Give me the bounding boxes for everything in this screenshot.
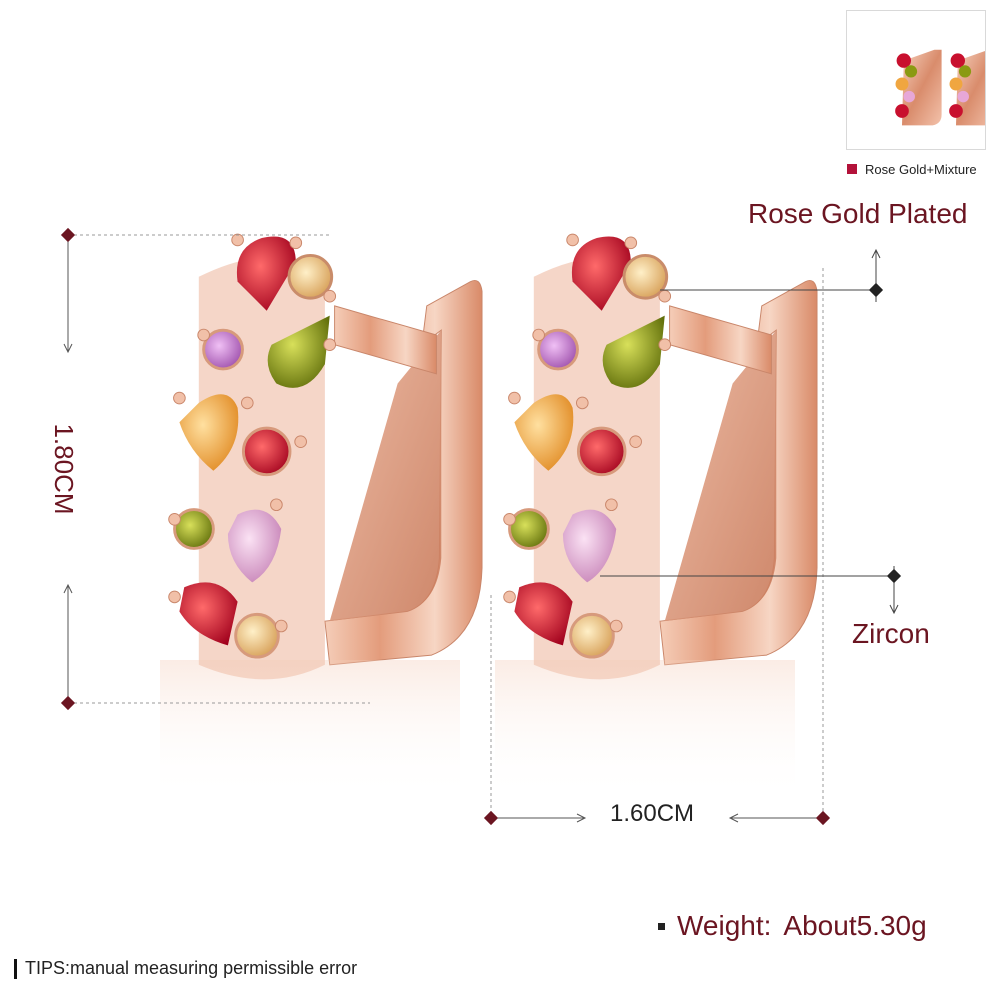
right-reflection (495, 660, 795, 800)
right-earring (502, 232, 819, 681)
width-dimension (490, 268, 824, 823)
weight-row: Weight: About5.30g (658, 910, 927, 942)
weight-value: About5.30g (783, 910, 927, 941)
left-reflection (160, 660, 460, 800)
thumbnail-earrings-image (895, 49, 985, 126)
weight-label: Weight: (677, 910, 772, 941)
variant-label: Rose Gold+Mixture (865, 161, 977, 177)
stone-label: Zircon (852, 618, 930, 649)
left-earring (167, 232, 484, 681)
tips-text: TIPS:manual measuring permissible error (25, 958, 358, 978)
width-label: 1.60CM (610, 800, 695, 827)
bullet-icon (658, 922, 665, 930)
tips-bar-icon (14, 958, 17, 979)
plating-label: Rose Gold Plated (748, 198, 968, 229)
height-dimension (63, 234, 370, 704)
height-label: 1.80CM (49, 423, 79, 515)
variant-color-swatch (847, 164, 857, 174)
product-thumbnail[interactable] (846, 10, 986, 150)
variant-option[interactable]: Rose Gold+Mixture (847, 160, 977, 178)
plating-pointer (660, 248, 881, 302)
tips-note: TIPS:manual measuring permissible error (14, 958, 357, 979)
